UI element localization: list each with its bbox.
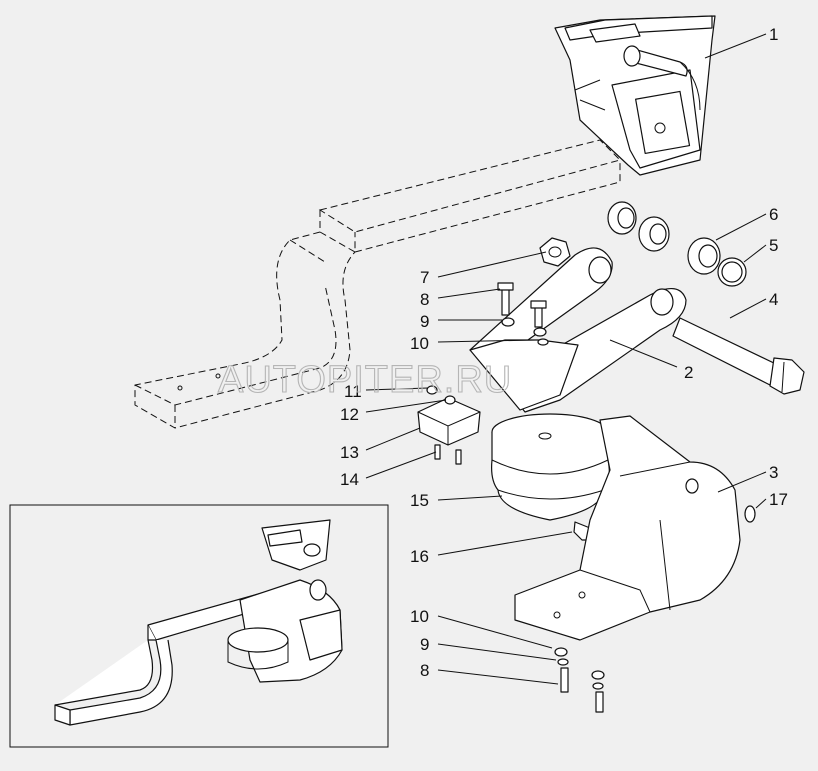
- callout-15: 15: [410, 491, 429, 510]
- callout-11: 11: [344, 382, 362, 401]
- clamp-block: [417, 385, 481, 465]
- upper-fasteners: [497, 282, 549, 346]
- callout-14: 14: [340, 470, 359, 489]
- callout-12: 12: [340, 405, 359, 424]
- callout-13: 13: [340, 443, 359, 462]
- callout-5: 5: [769, 236, 778, 255]
- callout-7: 7: [420, 268, 429, 287]
- part-4-pin: [672, 317, 805, 395]
- callout-8-upper: 8: [420, 290, 429, 309]
- callout-9-lower: 9: [420, 635, 429, 654]
- callout-4: 4: [769, 290, 778, 309]
- callout-labels: 1 2 3 4 5 6 7 8 9 10 11 12 13 14 15 16 1…: [340, 25, 788, 680]
- lower-fasteners: [554, 647, 605, 713]
- callout-6: 6: [769, 205, 778, 224]
- part-1-frame-bracket: [554, 15, 716, 176]
- callout-2: 2: [684, 363, 693, 382]
- callout-10-upper: 10: [410, 334, 429, 353]
- leader-lines: [365, 33, 767, 685]
- part-7-nut: [539, 237, 571, 267]
- callout-16: 16: [410, 547, 429, 566]
- callout-10-lower: 10: [410, 607, 429, 626]
- callout-3: 3: [769, 463, 778, 482]
- inset-assembled-view: [9, 504, 389, 748]
- part-3-axle-bracket: [514, 415, 741, 641]
- callout-9-upper: 9: [420, 312, 429, 331]
- callout-17: 17: [769, 490, 788, 509]
- part-17-washer: [744, 505, 756, 523]
- bushing-set: [607, 201, 747, 287]
- frame-rail-outline: [134, 139, 621, 429]
- callout-8-lower: 8: [420, 661, 429, 680]
- callout-1: 1: [769, 25, 778, 44]
- watermark-text: AUTOPITER.RU: [218, 359, 512, 401]
